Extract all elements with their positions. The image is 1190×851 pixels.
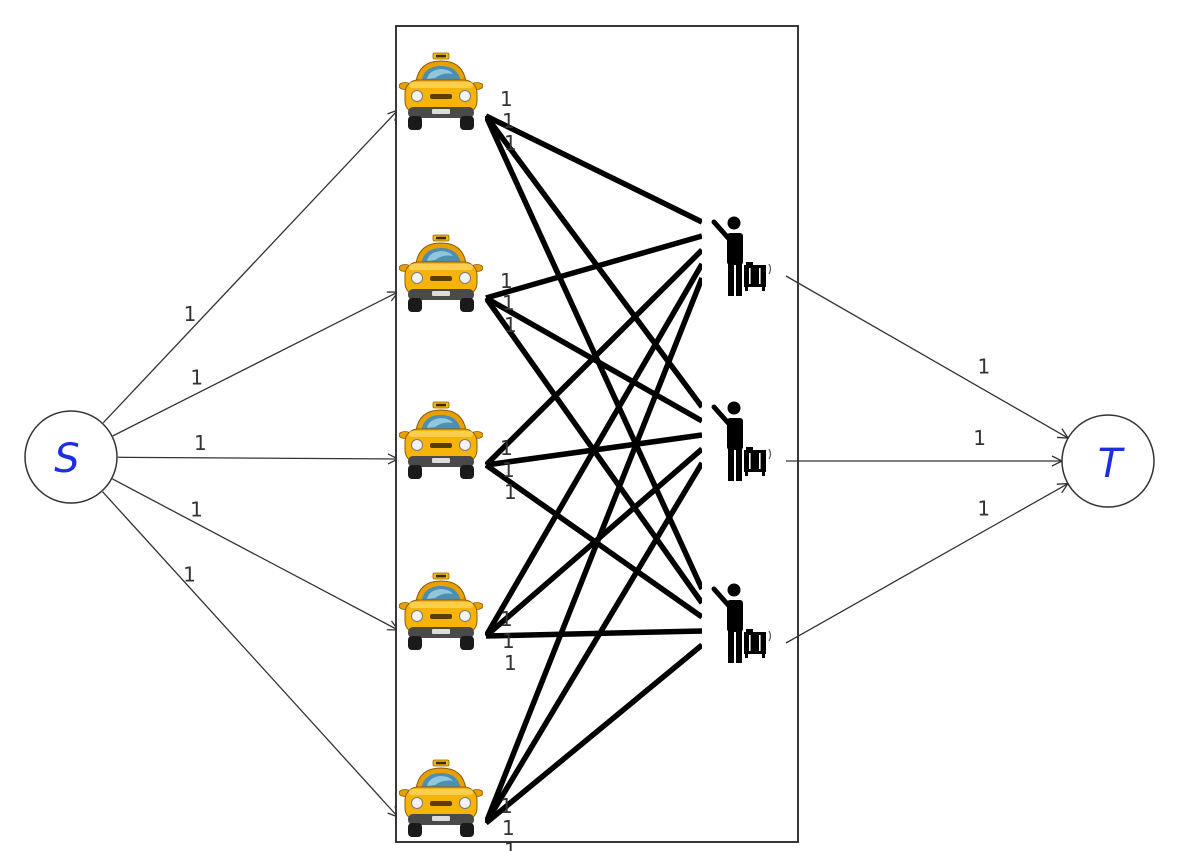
edge-capacity-label: 1 <box>502 291 515 315</box>
edge-capacity-label: 1 <box>504 838 517 851</box>
passenger-column <box>702 212 782 671</box>
sink-label: T <box>1098 441 1126 487</box>
edge-source-taxi-3 <box>117 457 398 459</box>
source-edge-capacity-label: 1 <box>190 497 203 521</box>
edge-source-taxi-4 <box>112 478 398 630</box>
edge-capacity-label: 1 <box>504 131 517 155</box>
edge-capacity-label: 1 <box>500 794 513 818</box>
taxi-passenger-edges <box>483 113 705 826</box>
edge-passenger-1-sink <box>785 275 1068 438</box>
taxi-icon[interactable] <box>397 52 485 134</box>
edge-capacity-label: 1 <box>500 269 513 293</box>
passenger-icon[interactable] <box>702 212 782 304</box>
edge-taxi-5-passenger-3 <box>484 642 704 826</box>
edge-taxi-5-passenger-1 <box>483 276 705 825</box>
edge-source-taxi-1 <box>102 110 398 424</box>
edge-taxi-3-passenger-1 <box>484 248 704 467</box>
sink-edge-capacity-label: 1 <box>977 354 990 378</box>
edge-capacity-label: 1 <box>502 458 515 482</box>
source-label: S <box>54 436 79 482</box>
passenger-icon[interactable] <box>702 397 782 489</box>
edge-taxi-5-passenger-2 <box>483 461 705 825</box>
taxi-icon[interactable] <box>397 759 485 841</box>
sink-edge-capacity-label: 1 <box>973 426 986 450</box>
source-edge-capacity-label: 1 <box>183 562 196 586</box>
source-edge-capacity-label: 1 <box>184 302 197 326</box>
edge-taxi-4-passenger-1 <box>483 262 705 638</box>
taxi-column <box>397 52 485 841</box>
source-node[interactable]: S <box>24 410 118 504</box>
edge-capacity-label: 1 <box>500 436 513 460</box>
edge-capacity-label: 1 <box>502 109 515 133</box>
edge-capacity-label: 1 <box>504 480 517 504</box>
edge-taxi-1-passenger-1 <box>484 113 704 225</box>
edge-passenger-3-sink <box>785 484 1068 644</box>
edge-capacity-label: 1 <box>502 816 515 840</box>
source-edge-capacity-label: 1 <box>194 431 207 455</box>
edge-capacity-label: 1 <box>502 629 515 653</box>
source-sink-edges <box>102 110 1069 817</box>
edge-capacity-label: 1 <box>500 607 513 631</box>
taxi-icon[interactable] <box>397 572 485 654</box>
edge-taxi-1-passenger-2 <box>483 114 705 409</box>
sink-edge-capacity-label: 1 <box>977 496 990 520</box>
taxi-icon[interactable] <box>397 401 485 483</box>
passenger-icon[interactable] <box>702 579 782 671</box>
edge-capacity-label: 1 <box>504 651 517 675</box>
edge-taxi-2-passenger-1 <box>485 233 703 301</box>
edge-capacity-label: 1 <box>504 313 517 337</box>
source-edge-capacity-label: 1 <box>190 366 203 390</box>
edge-source-taxi-2 <box>112 292 398 437</box>
edge-taxi-4-passenger-2 <box>484 446 704 639</box>
bipartite-frame <box>395 25 799 843</box>
edge-capacity-label: 1 <box>500 87 513 111</box>
taxi-icon[interactable] <box>397 234 485 316</box>
edge-taxi-1-passenger-3 <box>483 114 705 591</box>
edge-source-taxi-5 <box>102 491 398 817</box>
sink-node[interactable]: T <box>1061 414 1155 508</box>
edge-taxi-4-passenger-3 <box>485 628 703 639</box>
